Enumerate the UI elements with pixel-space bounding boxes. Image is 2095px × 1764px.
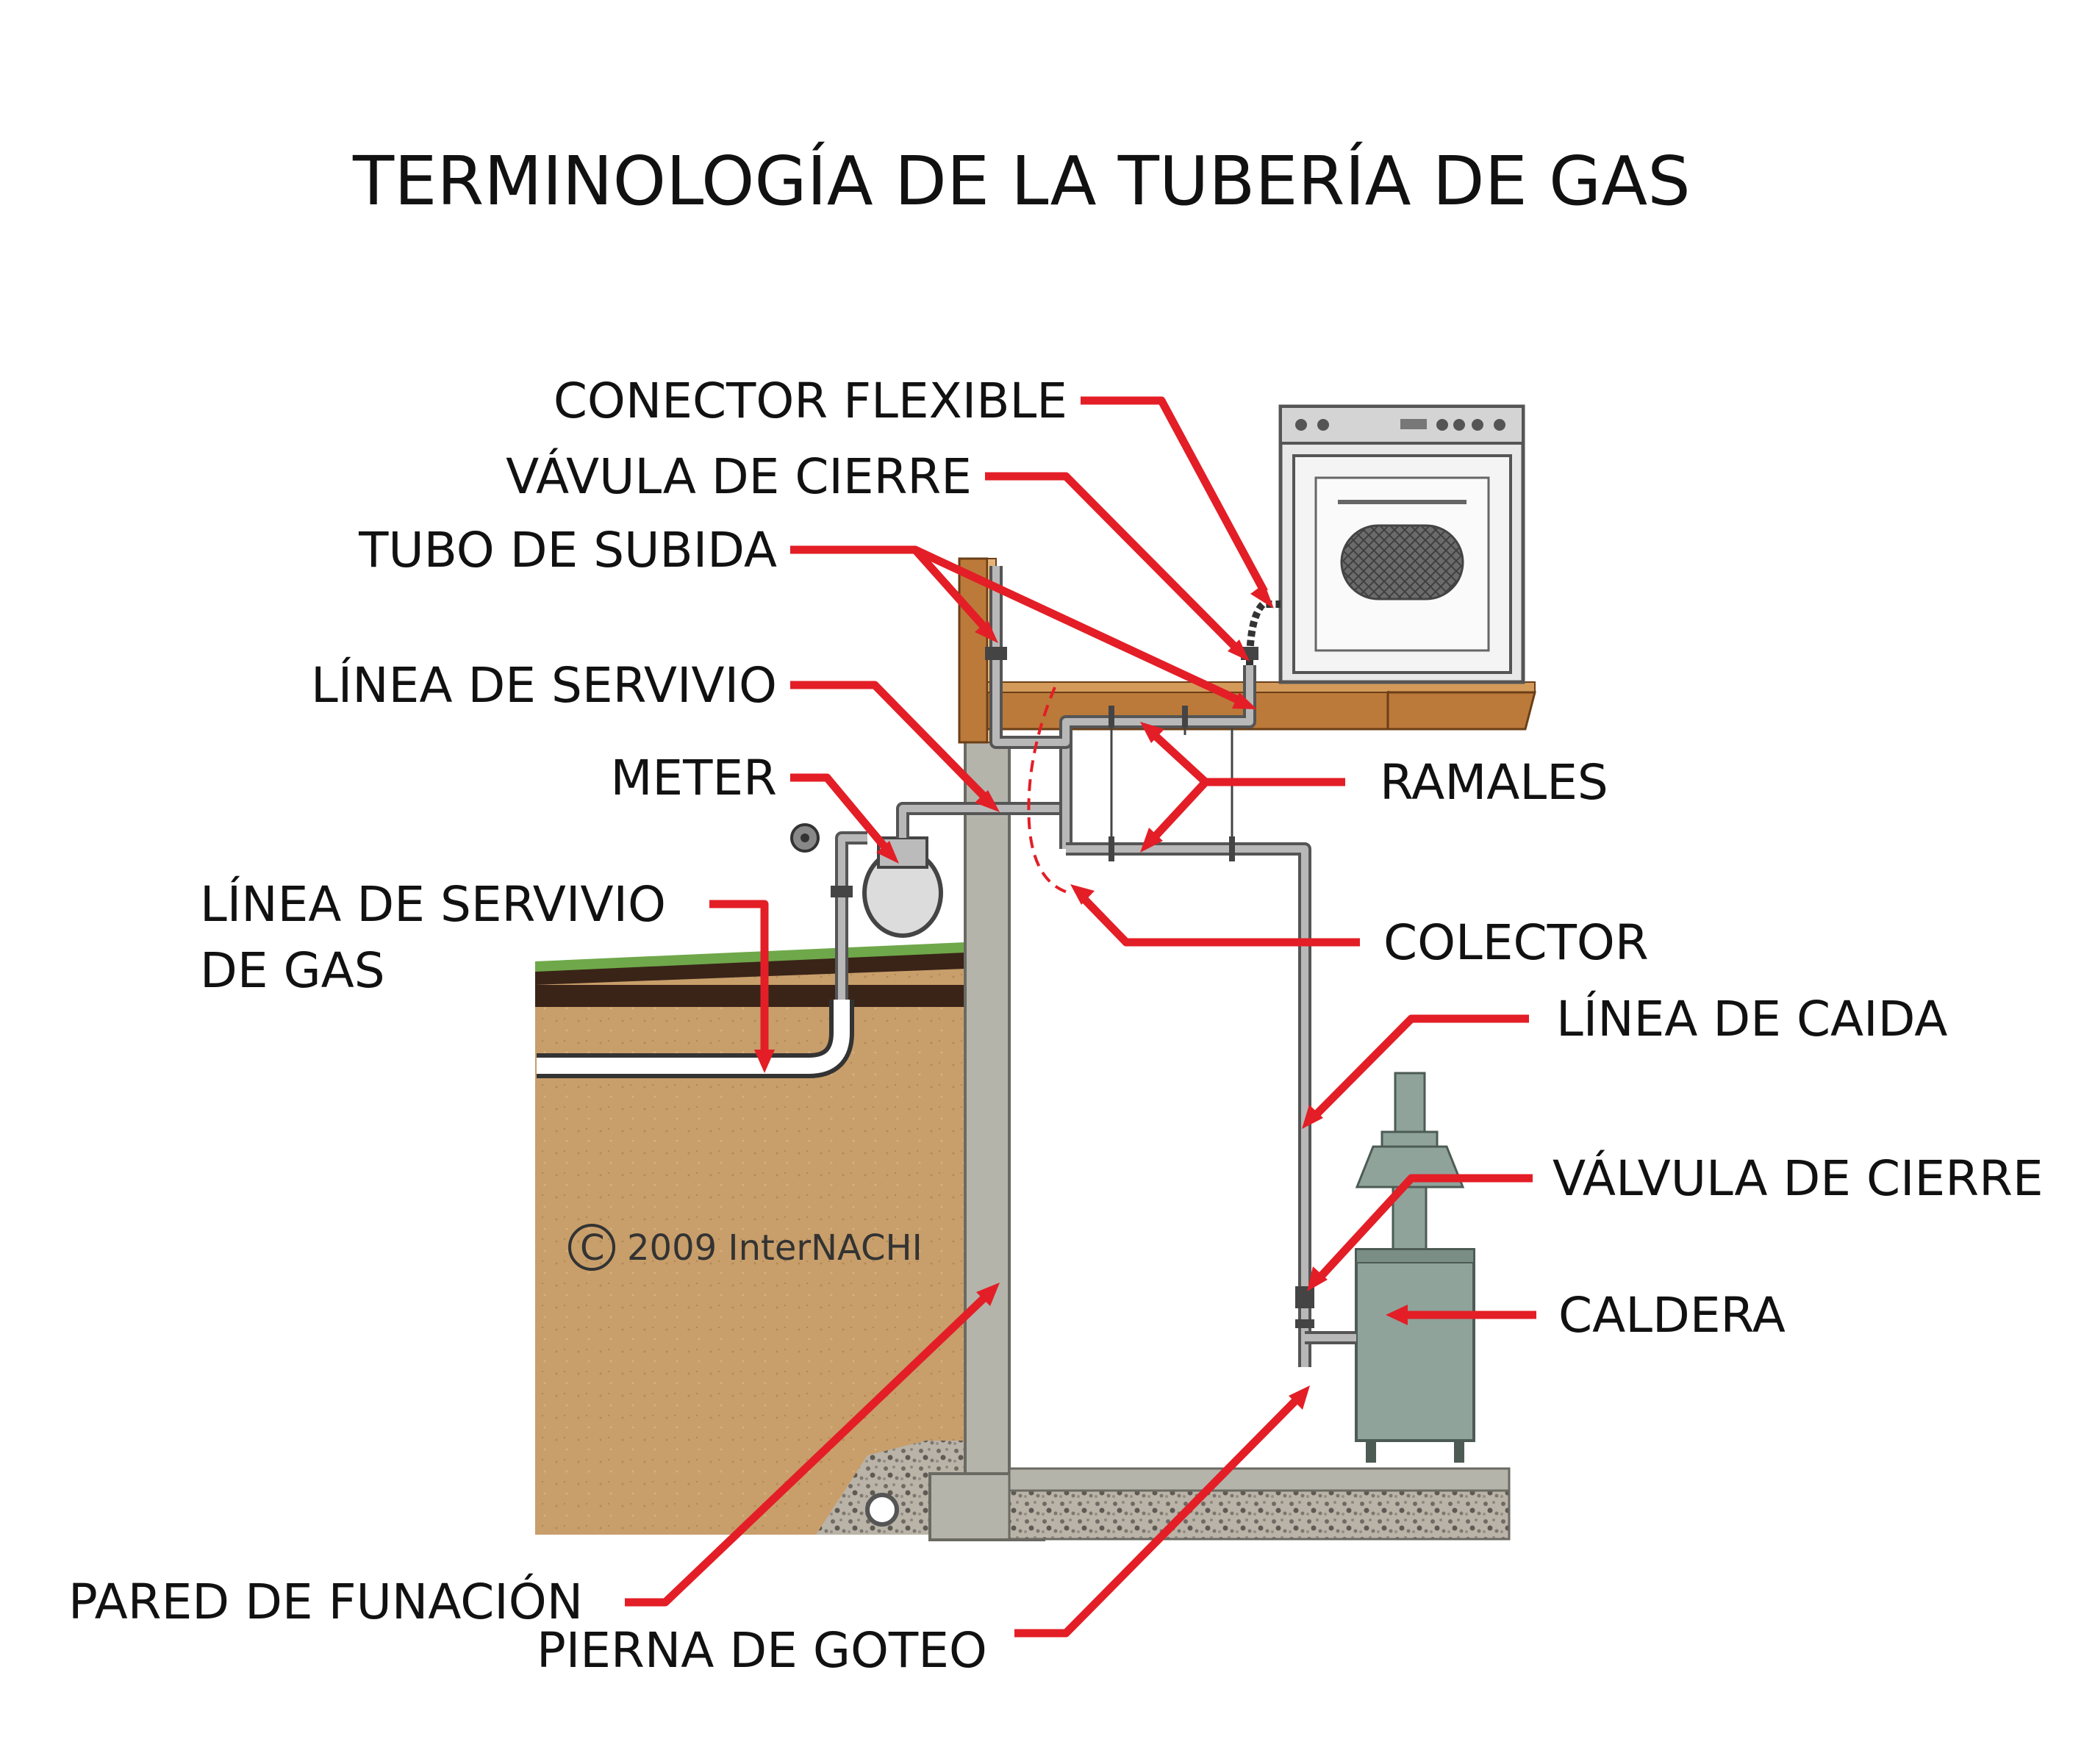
arrow-manifold [1078,892,1360,947]
label-boiler: CALDERA [1558,1287,1786,1344]
arrowhead-drip-leg [1289,1385,1310,1410]
arrowhead-branches-b [1140,828,1163,853]
arrow-flexible-connector [1081,396,1268,594]
arrow-shutoff-valve-top [985,472,1242,653]
arrowhead-shutoff-valve-top [1228,639,1250,662]
arrow-drip-leg [1014,1394,1303,1638]
arrowhead-drop-line [1302,1105,1323,1129]
copyright-text: 2009 InterNACHI [627,1227,923,1269]
label-flexible-connector: CONECTOR FLEXIBLE [554,373,1067,429]
page-title: TERMINOLOGÍA DE LA TUBERÍA DE GAS [352,141,1691,220]
copyright-symbol-glyph: C [580,1227,605,1269]
stove-icon [1278,404,1525,684]
arrowhead-gas-service-line [754,1050,775,1073]
label-shutoff-valve-top: VÁVULA DE CIERRE [506,448,972,505]
arrow-drop-line [1309,1014,1529,1122]
copyright: C 2009 InterNACHI [568,1224,923,1271]
arrowhead-meter [876,841,899,864]
label-gas-service-line-1: LÍNEA DE SERVIVIO [200,875,666,933]
label-manifold: COLECTOR [1383,914,1649,971]
arrowhead-riser-b [1232,692,1257,709]
label-meter: METER [610,750,777,806]
arrowhead-shutoff-valve-bottom [1307,1266,1328,1291]
arrow-foundation-wall [625,1291,992,1607]
arrowhead-riser-a [975,620,998,643]
boiler-icon [1355,1072,1475,1463]
arrowhead-branches-a [1140,722,1164,743]
label-riser: TUBO DE SUBIDA [358,522,777,578]
arrow-service-line [790,681,992,804]
arrowhead-foundation-wall [976,1283,1000,1306]
arrow-gas-service-line [709,900,769,1058]
arrow-riser-b [913,546,1245,706]
drain-pipe [865,1493,899,1527]
label-foundation-wall: PARED DE FUNACIÓN [68,1574,583,1630]
labels: CONECTOR FLEXIBLE VÁVULA DE CIERRE TUBO … [68,373,2044,1679]
label-drip-leg: PIERNA DE GOTEO [537,1622,987,1679]
label-service-line: LÍNEA DE SERVIVIO [311,656,777,714]
manifold-highlight [1027,686,1070,894]
callout-arrows [625,396,1536,1638]
arrow-shutoff-valve-bottom [1314,1174,1533,1283]
callout-arrowheads [754,584,1408,1410]
gas-meter-icon [790,823,943,938]
arrowhead-manifold [1070,884,1095,905]
arrowhead-flexible-connector [1250,584,1274,609]
gravel-fill [816,1441,965,1535]
arrow-branches-a [1147,728,1345,786]
label-branches: RAMALES [1380,754,1608,811]
arrow-branches-b [1147,779,1209,845]
arrowhead-service-line [975,790,1000,812]
arrow-meter [790,773,893,856]
label-shutoff-valve-bottom: VÁLVULA DE CIERRE [1553,1150,2044,1207]
label-drop-line: LÍNEA DE CAIDA [1556,990,1947,1047]
copyright-symbol-icon [568,1224,615,1271]
label-gas-service-line-2: DE GAS [200,942,385,999]
arrowhead-boiler [1386,1305,1408,1325]
